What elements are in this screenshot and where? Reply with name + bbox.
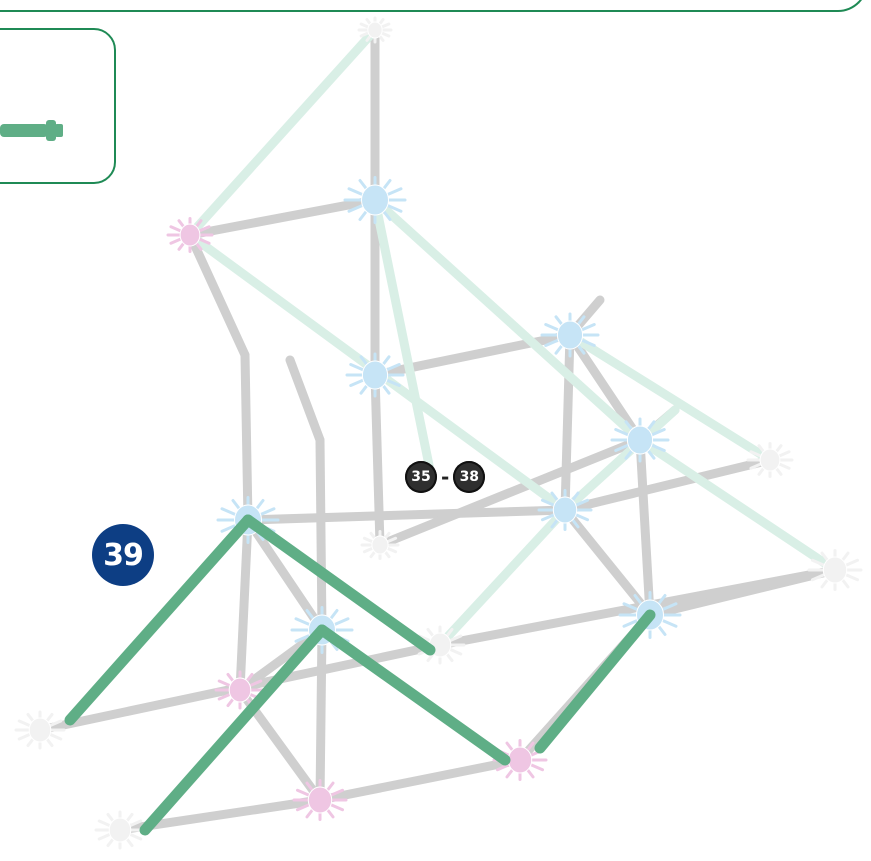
white-connector-icon (96, 812, 144, 848)
new-green-rod (540, 615, 650, 748)
gray-rod (240, 520, 248, 690)
white-connector-icon (16, 712, 64, 748)
mint-rod (640, 440, 835, 570)
gray-rod (565, 335, 570, 510)
step-from-badge: 35 (405, 461, 437, 493)
gray-rod (320, 760, 520, 800)
gray-rod (290, 360, 320, 440)
step-range-dash: - (441, 465, 449, 489)
gray-rod (248, 510, 565, 520)
gray-rod (320, 630, 322, 800)
gray-rod (245, 355, 248, 520)
mint-rod (570, 335, 770, 460)
gray-rod (320, 440, 322, 630)
green-rod-icon (0, 120, 63, 141)
pink-connector-icon (294, 781, 346, 820)
previous-steps-label: 35 - 38 (405, 460, 485, 494)
new-green-rods (70, 520, 650, 830)
gray-rod (640, 440, 650, 615)
step-to-badge: 38 (453, 461, 485, 493)
step-number-badge: 39 (92, 524, 154, 586)
